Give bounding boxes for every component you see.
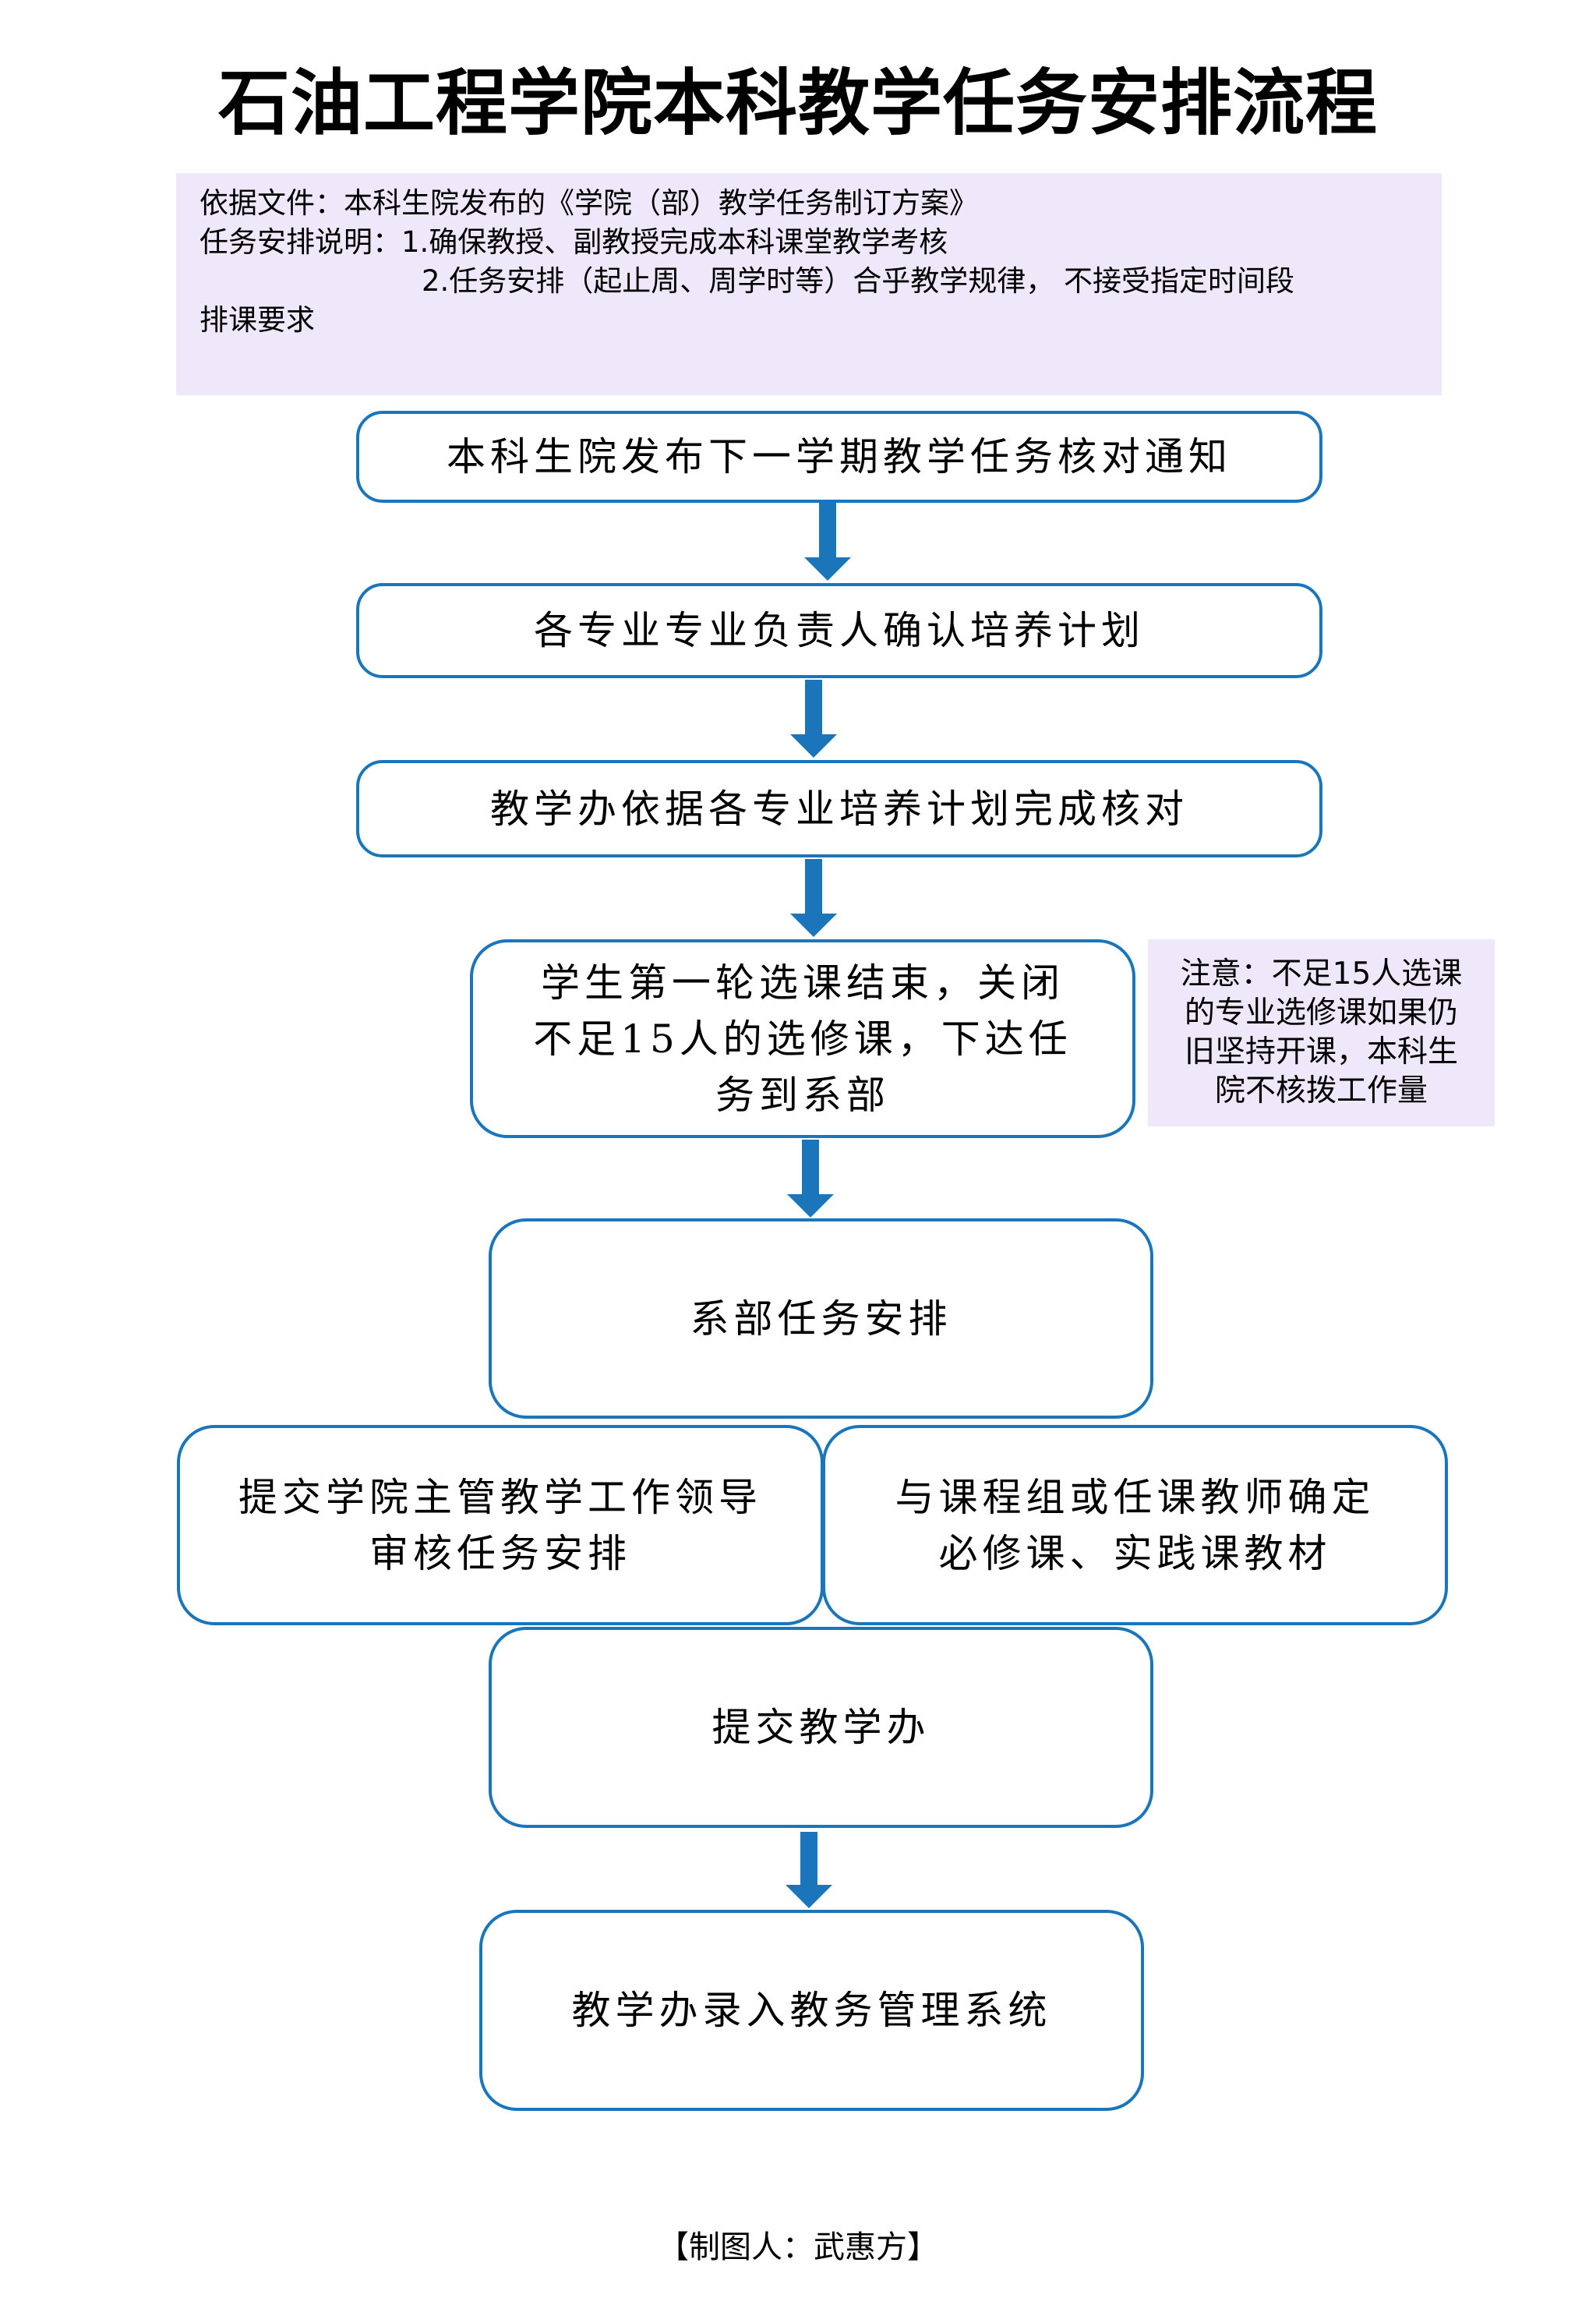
flow-step-label: 教学办依据各专业培养计划完成核对 xyxy=(490,786,1188,832)
flow-step-label-line: 学生第一轮选课结束，关闭 xyxy=(541,960,1065,1006)
arrow-down-icon xyxy=(787,1140,834,1218)
flow-step-office-check: 教学办依据各专业培养计划完成核对 xyxy=(356,760,1322,857)
arrow-down-icon xyxy=(790,859,837,937)
flow-step-label-line: 务到系部 xyxy=(715,1072,890,1118)
side-note-line: 的专业选修课如果仍 xyxy=(1184,995,1458,1031)
flow-step-enter-system: 教学办录入教务管理系统 xyxy=(479,1910,1144,2111)
instruction-line-1: 任务安排说明：1.确保教授、副教授完成本科课堂教学考核 xyxy=(200,225,948,259)
flow-step-course-selection: 学生第一轮选课结束，关闭 不足15人的选修课，下达任 务到系部 xyxy=(470,939,1135,1138)
arrow-down-icon xyxy=(790,680,837,758)
basis-document-text: 依据文件：本科生院发布的《学院（部）教学任务制订方案》 xyxy=(200,186,978,220)
arrow-down-icon xyxy=(804,503,851,581)
flow-step-label: 各专业专业负责人确认培养计划 xyxy=(534,608,1145,653)
side-note-box: 注意：不足15人选课 的专业选修课如果仍 旧坚持开课，本科生 院不核拨工作量 xyxy=(1148,939,1495,1126)
flow-step-label-line: 提交学院主管教学工作领导 xyxy=(238,1474,762,1520)
flow-step-label-line: 不足15人的选修课，下达任 xyxy=(533,1016,1072,1062)
side-note-line: 院不核拨工作量 xyxy=(1214,1073,1428,1108)
flow-step-label-line: 必修课、实践课教材 xyxy=(938,1530,1332,1576)
flow-step-submit-office: 提交教学办 xyxy=(489,1627,1153,1828)
flow-step-confirm-textbooks: 与课程组或任课教师确定 必修课、实践课教材 xyxy=(822,1425,1448,1625)
flow-step-label: 本科生院发布下一学期教学任务核对通知 xyxy=(447,434,1232,479)
flow-step-department-arrange: 系部任务安排 xyxy=(489,1218,1153,1419)
instruction-line-2: 2.任务安排（起止周、周学时等）合乎教学规律， 不接受指定时间段 xyxy=(422,264,1295,298)
side-note-line: 注意：不足15人选课 xyxy=(1180,956,1463,992)
flow-step-label: 提交教学办 xyxy=(711,1705,930,1750)
page-title: 石油工程学院本科教学任务安排流程 xyxy=(217,62,1378,145)
instruction-line-3: 排课要求 xyxy=(200,303,315,337)
info-box: 依据文件：本科生院发布的《学院（部）教学任务制订方案》 任务安排说明：1.确保教… xyxy=(176,173,1442,395)
flow-step-label: 教学办录入教务管理系统 xyxy=(571,1988,1052,2033)
flow-step-label-line: 与课程组或任课教师确定 xyxy=(895,1474,1375,1520)
flow-step-confirm-plan: 各专业专业负责人确认培养计划 xyxy=(356,583,1322,678)
flow-step-label-line: 审核任务安排 xyxy=(369,1530,631,1576)
side-note-line: 旧坚持开课，本科生 xyxy=(1184,1034,1458,1069)
flow-step-label: 系部任务安排 xyxy=(690,1296,952,1342)
arrow-down-icon xyxy=(786,1832,832,1908)
author-credit: 【制图人：武惠方】 xyxy=(658,2229,938,2265)
flow-step-publish-notice: 本科生院发布下一学期教学任务核对通知 xyxy=(356,411,1322,503)
flow-step-leader-review: 提交学院主管教学工作领导 审核任务安排 xyxy=(177,1425,824,1625)
